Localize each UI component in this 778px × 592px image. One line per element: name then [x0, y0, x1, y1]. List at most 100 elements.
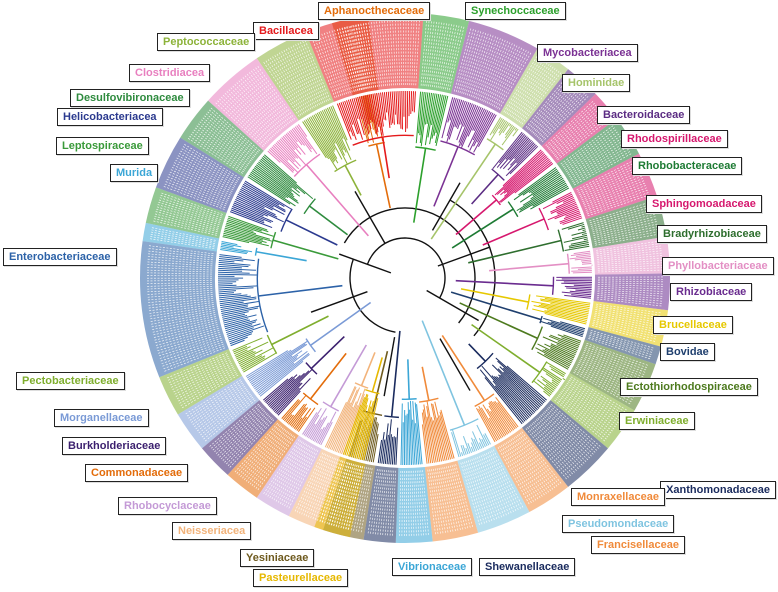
leaf-label	[184, 379, 242, 415]
leaf-label	[566, 382, 623, 420]
leaf-label	[153, 215, 218, 233]
family-label: Enterobacteriaceae	[3, 248, 117, 266]
leaf-label	[167, 173, 229, 201]
leaf-label	[409, 470, 412, 537]
leaf-label	[216, 99, 265, 146]
leaf-label	[585, 344, 648, 369]
leaf-label	[469, 459, 493, 522]
leaf-label	[389, 470, 395, 537]
family-label: Shewanellaceae	[479, 558, 576, 576]
leaf-label	[331, 29, 351, 93]
leaf-label	[567, 381, 624, 418]
leaf-label	[155, 330, 220, 349]
leaf-label	[146, 275, 213, 277]
leaf-label	[150, 229, 216, 243]
leaf-label	[357, 23, 371, 89]
family-label: Sphingomoadaceae	[646, 195, 762, 213]
family-label: Rhobocyclaceae	[118, 497, 217, 515]
leaf-label	[540, 93, 588, 142]
leaf-label	[574, 153, 633, 186]
leaf-label	[505, 56, 540, 114]
leaf-label	[372, 469, 382, 536]
leaf-label	[248, 71, 289, 125]
leaf-label	[560, 392, 614, 432]
leaf-label	[590, 330, 655, 349]
leaf-label	[531, 82, 575, 133]
leaf-label	[590, 208, 655, 227]
leaf-label	[422, 470, 429, 536]
leaf-label	[597, 291, 664, 297]
leaf-label	[194, 390, 249, 430]
leaf-label	[221, 414, 269, 462]
leaf-label	[420, 19, 427, 86]
leaf-label	[204, 399, 256, 442]
leaf-label	[170, 359, 231, 389]
leaf-label	[435, 22, 448, 88]
leaf-label	[500, 445, 535, 503]
leaf-label	[429, 469, 439, 535]
leaf-label	[590, 206, 654, 225]
leaf-label	[587, 191, 650, 215]
leaf-label	[585, 346, 648, 371]
leaf-label	[384, 470, 391, 537]
leaf-label	[341, 26, 359, 91]
family-label: Bradyrhizobiaceae	[657, 225, 767, 243]
leaf-label	[265, 59, 302, 116]
leaf-label	[299, 41, 327, 102]
leaf-label	[548, 406, 598, 452]
leaf-label	[280, 50, 313, 109]
leaf-label	[262, 61, 300, 117]
leaf-label	[370, 469, 380, 535]
leaf-label	[590, 331, 654, 351]
leaf-label	[146, 258, 213, 265]
leaf-label	[281, 447, 314, 507]
leaf-label	[512, 63, 551, 119]
clade-branches	[302, 105, 362, 196]
leaf-label	[326, 461, 347, 525]
leaf-label	[579, 166, 639, 196]
leaf-label	[520, 70, 560, 124]
leaf-label	[597, 269, 664, 273]
leaf-label	[531, 423, 576, 474]
leaf-label	[486, 43, 516, 104]
leaf-label	[444, 466, 459, 532]
clade-wedge	[227, 419, 299, 498]
leaf-label	[460, 462, 481, 527]
leaf-label	[564, 133, 621, 171]
leaf-label	[584, 182, 646, 208]
family-label: Monraxellaceae	[571, 488, 665, 506]
leaf-label	[580, 170, 641, 199]
clade-branches	[336, 90, 416, 179]
leaf-label	[149, 236, 215, 248]
leaf-label	[597, 287, 664, 292]
leaf-label	[303, 455, 330, 517]
leaf-label	[379, 470, 387, 536]
leaf-label	[591, 210, 656, 229]
leaf-label	[476, 37, 502, 99]
family-label: Bacteroidaceae	[597, 106, 691, 124]
leaf-label	[154, 326, 219, 344]
leaf-label	[183, 143, 241, 179]
leaf-label	[592, 218, 658, 235]
leaf-label	[586, 189, 649, 213]
leaf-label	[178, 152, 237, 186]
leaf-label	[530, 424, 574, 476]
leaf-label	[459, 29, 479, 94]
leaf-label	[587, 194, 651, 217]
leaf-label	[549, 405, 600, 450]
leaf-label	[294, 43, 324, 104]
leaf-label	[152, 220, 217, 236]
clade-branches	[459, 302, 582, 370]
leaf-label	[509, 60, 547, 117]
leaf-label	[527, 427, 570, 479]
leaf-label	[434, 468, 446, 534]
leaf-label	[477, 38, 504, 100]
leaf-label	[595, 309, 661, 321]
leaf-label	[555, 398, 608, 441]
leaf-label	[191, 131, 247, 170]
leaf-label	[594, 231, 660, 244]
leaf-label	[451, 465, 469, 530]
leaf-label	[579, 168, 640, 197]
leaf-label	[461, 30, 482, 94]
leaf-label	[172, 164, 232, 194]
